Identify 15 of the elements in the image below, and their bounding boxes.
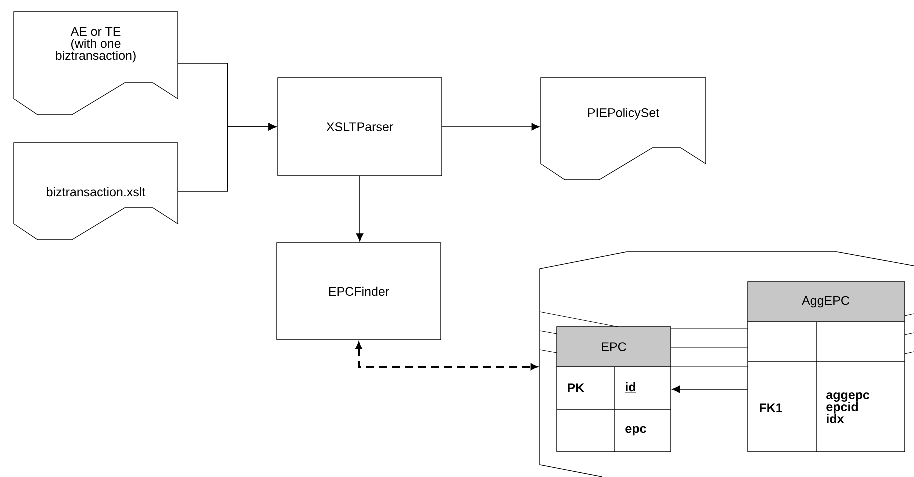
arrow (356, 176, 364, 242)
key-label: FK1 (760, 404, 782, 412)
field-name: aggepc epcid idx (826, 392, 870, 424)
key-label: PK (568, 384, 584, 392)
arrow (356, 342, 538, 370)
table-title: EPC (556, 326, 672, 368)
field-name: epc (626, 426, 646, 436)
table-title: AggEPC (748, 282, 906, 322)
process-box: EPCFinder (276, 242, 442, 340)
arrow (442, 123, 540, 131)
arrow (178, 123, 277, 192)
arrow (672, 386, 748, 394)
field-name: id (625, 382, 636, 394)
process-box: XSLTParser (278, 78, 442, 176)
database-drawing (540, 252, 914, 477)
